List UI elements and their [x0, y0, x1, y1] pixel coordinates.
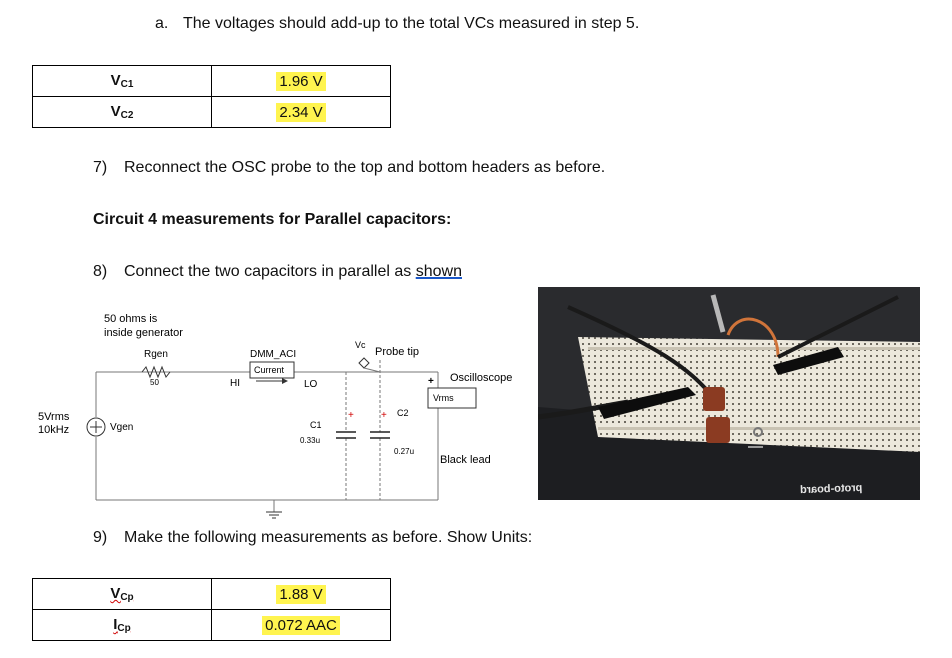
table-row: ICp 0.072 AAC: [32, 609, 391, 641]
table-row: VCp 1.88 V: [32, 578, 391, 610]
icp-value: 0.072 AAC: [211, 609, 391, 641]
shown-link[interactable]: shown: [415, 263, 462, 280]
step7-number: 7): [93, 159, 108, 176]
measurement-table-parallel: VCp 1.88 V ICp 0.072 AAC: [32, 578, 391, 641]
vc1-label: VC1: [32, 65, 212, 97]
photo-brand-logo: proto-board: [799, 481, 863, 497]
schematic-wiring: + +: [86, 357, 477, 519]
breadboard-photo: proto-board: [538, 287, 920, 500]
oscilloscope-meter: [427, 387, 477, 409]
vrms-label: Vrms: [433, 393, 454, 403]
vc2-value: 2.34 V: [211, 96, 391, 128]
rgen-resistor: [141, 365, 171, 379]
note-line1: 50 ohms is: [104, 313, 158, 325]
table-row: VC1 1.96 V: [32, 65, 391, 97]
step8-text: Connect the two capacitors in parallel a…: [124, 263, 462, 280]
probe-tip-marker: [358, 357, 370, 369]
step9-text: Make the following measurements as befor…: [124, 529, 533, 546]
probe-tip-label: Probe tip: [375, 346, 420, 358]
vc-label: Vc: [355, 340, 366, 350]
dmm-lo-label: LO: [304, 379, 318, 390]
note-line2: inside generator: [104, 327, 183, 339]
source-amplitude: 5Vrms: [38, 411, 70, 423]
c1-label: C1: [310, 420, 322, 430]
c1-value: 0.33u: [300, 436, 321, 445]
svg-text:+: +: [381, 410, 387, 421]
svg-text:+: +: [348, 410, 354, 421]
c2-value: 0.27u: [394, 447, 415, 456]
oscilloscope-plus: +: [428, 376, 434, 387]
vc1-value: 1.96 V: [211, 65, 391, 97]
black-lead-label: Black lead: [440, 454, 491, 466]
dmm-hi-label: HI: [230, 378, 240, 389]
vc2-label: VC2: [32, 96, 212, 128]
icp-label: ICp: [32, 609, 212, 641]
step9-number: 9): [93, 529, 108, 546]
dmm-label: DMM_ACI: [250, 349, 297, 360]
dmm-current-label: Current: [254, 365, 285, 375]
oscilloscope-label: Oscilloscope: [450, 372, 513, 384]
breadboard-photo-drawing: [538, 287, 920, 500]
step-a-marker: a.: [155, 15, 169, 32]
parallel-circuit-schematic: + + 50 ohms is inside generator Rgen 50 …: [30, 300, 530, 530]
rgen-value: 50: [150, 378, 159, 387]
vcp-value: 1.88 V: [211, 578, 391, 610]
source-frequency: 10kHz: [38, 424, 70, 436]
step8-number: 8): [93, 263, 108, 280]
step-a-text: The voltages should add-up to the total …: [183, 15, 640, 32]
table-row: VC2 2.34 V: [32, 96, 391, 128]
circuit4-heading: Circuit 4 measurements for Parallel capa…: [93, 211, 452, 228]
c2-label: C2: [397, 408, 409, 418]
step7-text: Reconnect the OSC probe to the top and b…: [124, 159, 606, 176]
dmm-ammeter: [249, 361, 295, 379]
rgen-label: Rgen: [144, 349, 168, 360]
vcp-label: VCp: [32, 578, 212, 610]
vgen-label: Vgen: [110, 422, 134, 433]
voltage-table-series: VC1 1.96 V VC2 2.34 V: [32, 65, 391, 128]
